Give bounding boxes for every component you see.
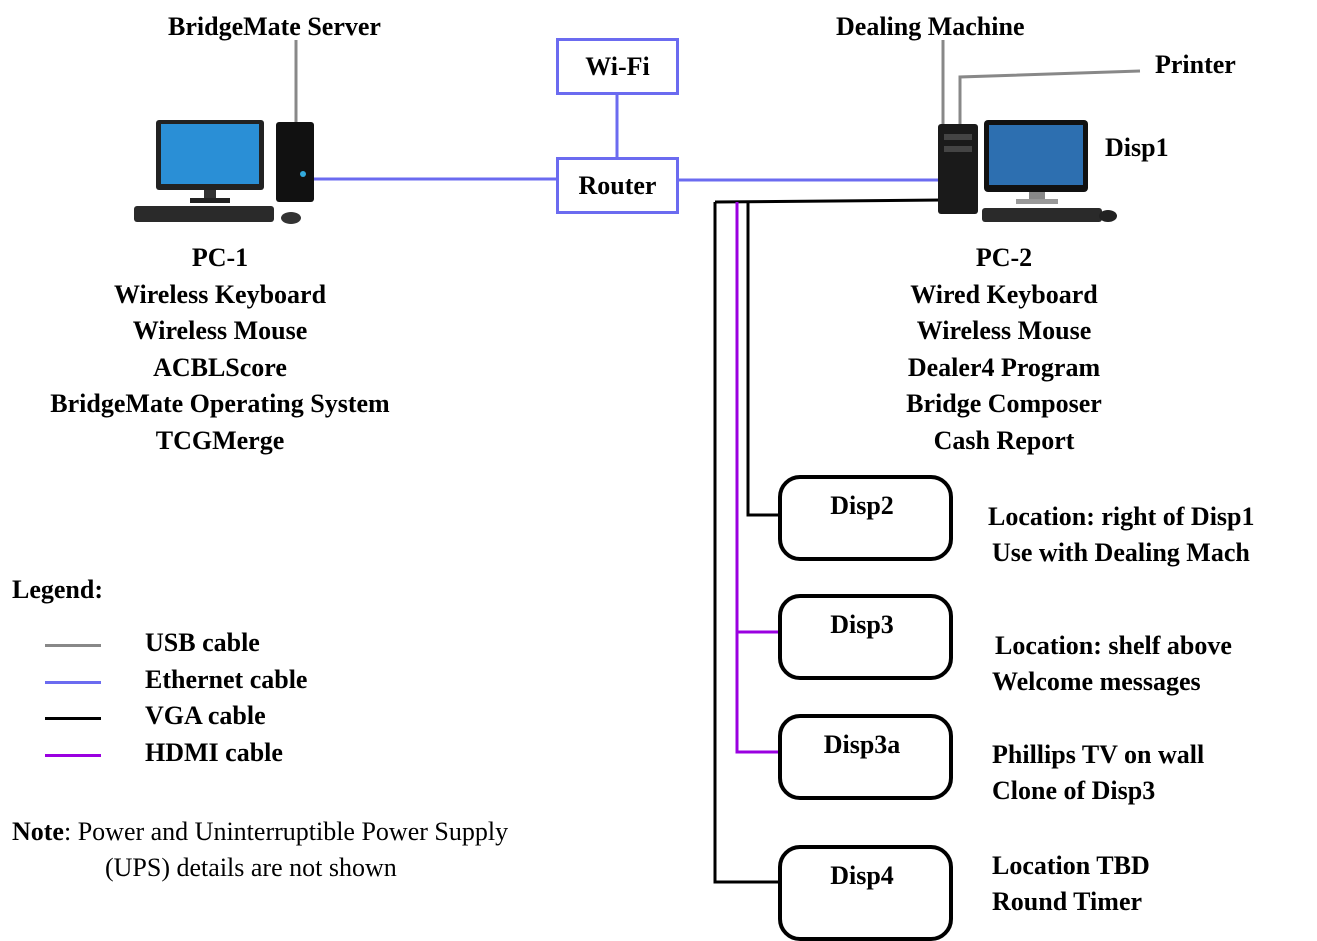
pc2-line: Wireless Mouse <box>916 316 1092 346</box>
usb-line-swatch <box>45 644 101 647</box>
info-line: Round Timer <box>992 887 1143 916</box>
info-line: Clone of Disp3 <box>992 776 1156 805</box>
wifi-label: Wi-Fi <box>585 51 650 81</box>
vga-cable-disp4 <box>713 202 780 884</box>
vga-line-swatch <box>45 717 101 720</box>
info-line: Use with Dealing Mach <box>992 538 1250 567</box>
dealing-machine-label: Dealing Machine <box>836 12 1025 41</box>
disp2-info: Location: right of Disp1 Use with Dealin… <box>988 499 1255 571</box>
pc1-line: BridgeMate Operating System <box>50 389 390 419</box>
info-line: Location: shelf above <box>995 631 1232 660</box>
bridgemate-server-label: BridgeMate Server <box>168 12 381 41</box>
note-bold: Note <box>12 817 64 846</box>
printer-label: Printer <box>1155 50 1236 79</box>
note-text: Note: Power and Uninterruptible Power Su… <box>12 814 508 886</box>
wifi-box: Wi-Fi <box>556 38 679 95</box>
pc2-line: Wired Keyboard <box>910 279 1098 309</box>
pc2-name: PC-2 <box>975 243 1033 272</box>
hdmi-cable-disp3a <box>735 202 780 754</box>
info-line: Welcome messages <box>992 667 1201 696</box>
pc1-line: Wireless Mouse <box>132 316 308 346</box>
display-box-disp2: Disp2 <box>778 475 953 561</box>
pc2-line: Cash Report <box>933 425 1075 455</box>
disp4-info: Location TBD Round Timer <box>992 848 1150 920</box>
pc1-name: PC-1 <box>191 243 249 272</box>
pc1-line: ACBLScore <box>153 352 287 382</box>
display-box-disp3a: Disp3a <box>778 714 953 800</box>
info-line: Location: right of Disp1 <box>988 502 1255 531</box>
usb-cable-printer <box>958 69 1141 128</box>
router-label: Router <box>578 170 657 200</box>
legend-label: Ethernet cable <box>145 665 308 694</box>
pc2-line: Dealer4 Program <box>907 352 1101 382</box>
legend-title: Legend: <box>12 575 103 604</box>
display-name: Disp3a <box>823 730 901 759</box>
note-line2: (UPS) details are not shown <box>105 853 397 882</box>
display-name: Disp3 <box>830 610 894 639</box>
display-name: Disp2 <box>830 491 894 520</box>
vga-cable-disp2 <box>746 202 780 517</box>
legend-label: HDMI cable <box>145 738 283 767</box>
pc1-line: Wireless Keyboard <box>113 279 327 309</box>
hdmi-line-swatch <box>45 754 101 757</box>
pc1-line: TCGMerge <box>155 425 285 455</box>
disp3a-info: Phillips TV on wall Clone of Disp3 <box>992 737 1204 809</box>
legend-label: VGA cable <box>145 701 266 730</box>
info-line: Location TBD <box>992 851 1150 880</box>
pc1-computer-icon <box>134 120 314 224</box>
router-box: Router <box>556 157 679 214</box>
pc2-details: PC-2 Wired Keyboard Wireless Mouse Deale… <box>854 240 1154 460</box>
legend-label: USB cable <box>145 628 260 657</box>
pc1-details: PC-1 Wireless Keyboard Wireless Mouse AC… <box>10 240 430 460</box>
pc2-computer-icon <box>938 120 1117 222</box>
info-line: Phillips TV on wall <box>992 740 1205 769</box>
disp3-info: Location: shelf above Welcome messages <box>992 628 1232 700</box>
display-box-disp4: Disp4 <box>778 845 953 941</box>
note-line1: : Power and Uninterruptible Power Supply <box>63 817 509 846</box>
disp1-label: Disp1 <box>1105 133 1169 162</box>
display-name: Disp4 <box>830 861 894 890</box>
ethernet-line-swatch <box>45 681 101 684</box>
display-box-disp3: Disp3 <box>778 594 953 680</box>
pc2-line: Bridge Composer <box>906 389 1102 419</box>
vga-cable-bus <box>714 198 943 204</box>
